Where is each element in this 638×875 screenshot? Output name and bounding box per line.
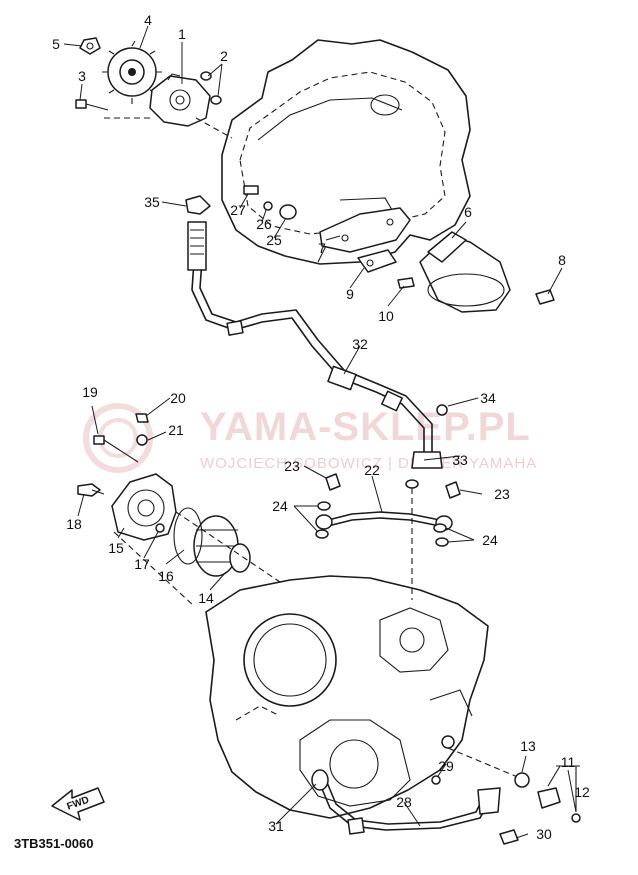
oil-filter-assembly	[77, 413, 281, 607]
oring-16	[173, 507, 203, 565]
bolt-19	[93, 435, 105, 445]
callout-15: 15	[108, 540, 124, 556]
oring-29	[431, 775, 441, 785]
callout-34: 34	[480, 390, 496, 406]
callout-16: 16	[158, 568, 174, 584]
oil-pump-assembly	[75, 37, 233, 139]
oring-12	[571, 813, 581, 823]
diagram-code: 3TB351-0060	[14, 836, 94, 851]
oil-strainer-assembly	[319, 207, 555, 313]
bolt-30	[499, 829, 519, 845]
callout-18: 18	[66, 516, 82, 532]
callout-23b: 23	[494, 486, 510, 502]
oil-pump-gear	[102, 40, 162, 104]
pump-nut	[79, 37, 101, 55]
callout-4: 4	[144, 12, 152, 28]
callout-21: 21	[168, 422, 184, 438]
forward-direction-arrow: FWD	[51, 787, 105, 821]
callout-2: 2	[220, 48, 228, 64]
pump-bolt	[75, 99, 109, 111]
leader-lines	[63, 25, 577, 839]
collar-25	[279, 204, 297, 220]
callout-10: 10	[378, 308, 394, 324]
callout-5: 5	[52, 36, 60, 52]
callout-24a: 24	[272, 498, 288, 514]
callout-27: 27	[230, 202, 246, 218]
callout-33: 33	[452, 452, 468, 468]
oring-26	[263, 201, 273, 211]
callout-13: 13	[520, 738, 536, 754]
stud-27	[243, 185, 259, 195]
callout-19: 19	[82, 384, 98, 400]
oil-pipe-22	[315, 473, 461, 600]
callout-24b: 24	[482, 532, 498, 548]
clamp-35	[185, 195, 211, 215]
callout-25: 25	[266, 232, 282, 248]
callout-35: 35	[144, 194, 160, 210]
oil-filter-element	[193, 515, 251, 577]
callout-30: 30	[536, 826, 552, 842]
bracket-small	[357, 249, 397, 273]
oring-33	[405, 479, 419, 489]
bolt-20	[135, 413, 149, 423]
callout-31: 31	[268, 818, 284, 834]
callout-11: 11	[561, 754, 576, 770]
bolt-23-left	[325, 473, 341, 491]
oring-17	[155, 523, 165, 533]
bolt-23-right	[445, 481, 461, 499]
callout-1: 1	[178, 26, 186, 42]
bolt-34	[436, 404, 448, 416]
callout-8: 8	[558, 252, 566, 268]
oil-pump-body	[149, 73, 211, 127]
callout-3: 3	[78, 68, 86, 84]
callout-29: 29	[438, 758, 454, 774]
callout-7: 7	[318, 240, 326, 256]
watermark: YAMA-SKLEP.PL WOJCIECH SOBOWICZ | DEALER…	[83, 403, 537, 473]
washer-13	[514, 772, 530, 788]
callout-12: 12	[574, 784, 590, 800]
callout-6: 6	[464, 204, 472, 220]
dowel-pins	[200, 71, 222, 105]
bracket-plate	[319, 207, 411, 253]
oil-delivery-pipe	[187, 221, 448, 469]
watermark-title: YAMA-SKLEP.PL	[200, 405, 531, 449]
callout-22: 22	[364, 462, 380, 478]
bolt-10	[397, 277, 415, 289]
callout-32: 32	[352, 336, 368, 352]
callout-17: 17	[134, 556, 150, 572]
callout-20: 20	[170, 390, 186, 406]
callout-26: 26	[256, 216, 272, 232]
small-parts-upper	[185, 185, 297, 220]
washer-21	[136, 434, 148, 446]
watermark-subtitle: WOJCIECH SOBOWICZ | DEALER YAMAHA	[200, 455, 537, 472]
callout-23a: 23	[284, 458, 300, 474]
oil-pipe-28	[311, 765, 581, 845]
bolt-18	[77, 483, 101, 497]
drain-bolt-11	[537, 787, 561, 809]
bolt-8	[535, 289, 555, 305]
left-crankcase	[205, 575, 521, 819]
callout-28: 28	[396, 794, 412, 810]
callout-9: 9	[346, 286, 354, 302]
callout-14: 14	[198, 590, 214, 606]
callouts: 1 2 3 4 5 6 7 8 9 10 11 12 13 14 15 16 1…	[52, 12, 590, 842]
